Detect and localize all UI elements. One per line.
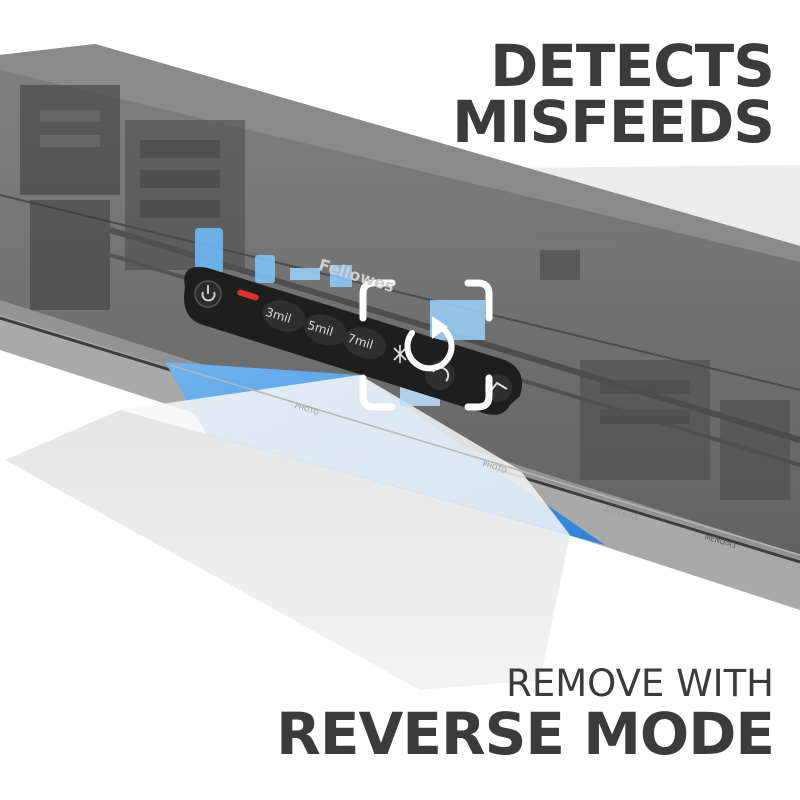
tagline-line-1: REMOVE WITH (506, 662, 774, 705)
tray-guide (169, 364, 800, 556)
headline: DETECTS MISFEEDS (452, 32, 775, 156)
headline-line-2: MISFEEDS (452, 88, 775, 156)
control-panel (184, 266, 523, 415)
headline-line-1: DETECTS (490, 32, 775, 100)
lid-top (0, 44, 800, 262)
sheet-shadow (120, 375, 570, 535)
reverse-arrow-icon (404, 316, 455, 372)
snowflake-icon (393, 345, 407, 363)
tagline-line-2: REVERSE MODE (276, 700, 775, 768)
scan-frame-icon (359, 279, 493, 411)
outgoing-sheet (5, 410, 570, 690)
